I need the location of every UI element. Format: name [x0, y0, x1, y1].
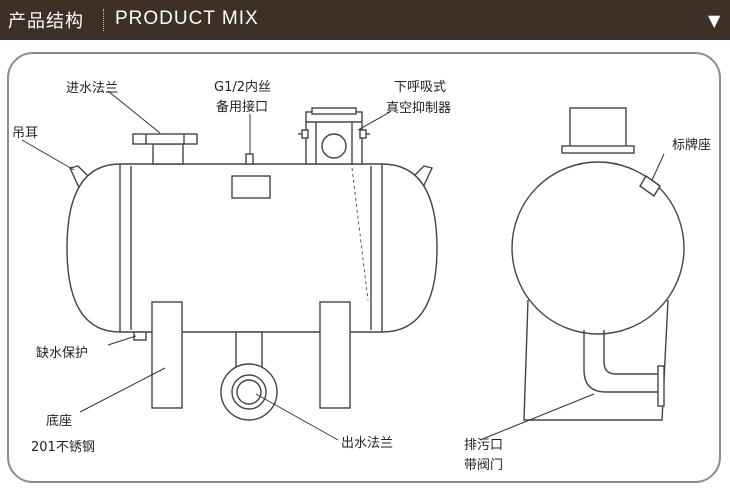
label-inlet-flange: 进水法兰	[66, 81, 119, 96]
outlet-flange-inner	[231, 374, 267, 410]
header-divider	[103, 9, 104, 31]
label-drain-line1: 排污口	[464, 438, 504, 453]
side-top-pipe	[569, 107, 627, 149]
outlet-pipe	[235, 331, 263, 369]
drain-pipe	[583, 330, 660, 393]
drain-valve-flange	[657, 365, 665, 407]
label-spare-port-line1: G1/2内丝	[214, 80, 271, 95]
vacuum-suppressor-disc	[321, 133, 347, 159]
header-title-en: PRODUCT MIX	[115, 8, 259, 29]
base-support-right	[319, 301, 351, 409]
label-outlet-flange: 出水法兰	[341, 436, 394, 451]
label-drain-line2: 带阀门	[464, 458, 504, 473]
side-top-flange	[561, 145, 635, 154]
side-legs	[523, 299, 669, 421]
side-tank-body	[511, 161, 685, 335]
diagram-frame	[7, 52, 721, 483]
header-bar: 产品结构 PRODUCT MIX ▼	[0, 0, 730, 40]
label-spare-port-line2: 备用接口	[216, 100, 269, 115]
spare-port	[245, 153, 254, 165]
triangle-down-icon[interactable]: ▼	[708, 11, 721, 30]
front-nameplate	[231, 175, 271, 199]
outlet-flange-outer	[220, 363, 278, 421]
label-vacuum-line2: 真空抑制器	[386, 101, 452, 116]
label-base-line1: 底座	[46, 414, 73, 429]
nameplate-seat	[639, 174, 661, 198]
label-nameplate-seat: 标牌座	[672, 138, 712, 153]
header-title-cn: 产品结构	[8, 11, 84, 32]
label-vacuum-line1: 下呼吸式	[394, 80, 447, 95]
inlet-pipe	[152, 143, 184, 165]
label-base-line2: 201不锈钢	[31, 440, 95, 455]
label-lifting-lug: 吊耳	[12, 126, 39, 141]
base-support-left	[151, 301, 183, 409]
label-low-water-protection: 缺水保护	[36, 346, 89, 361]
low-water-probe	[133, 331, 147, 341]
inlet-flange	[132, 133, 198, 145]
